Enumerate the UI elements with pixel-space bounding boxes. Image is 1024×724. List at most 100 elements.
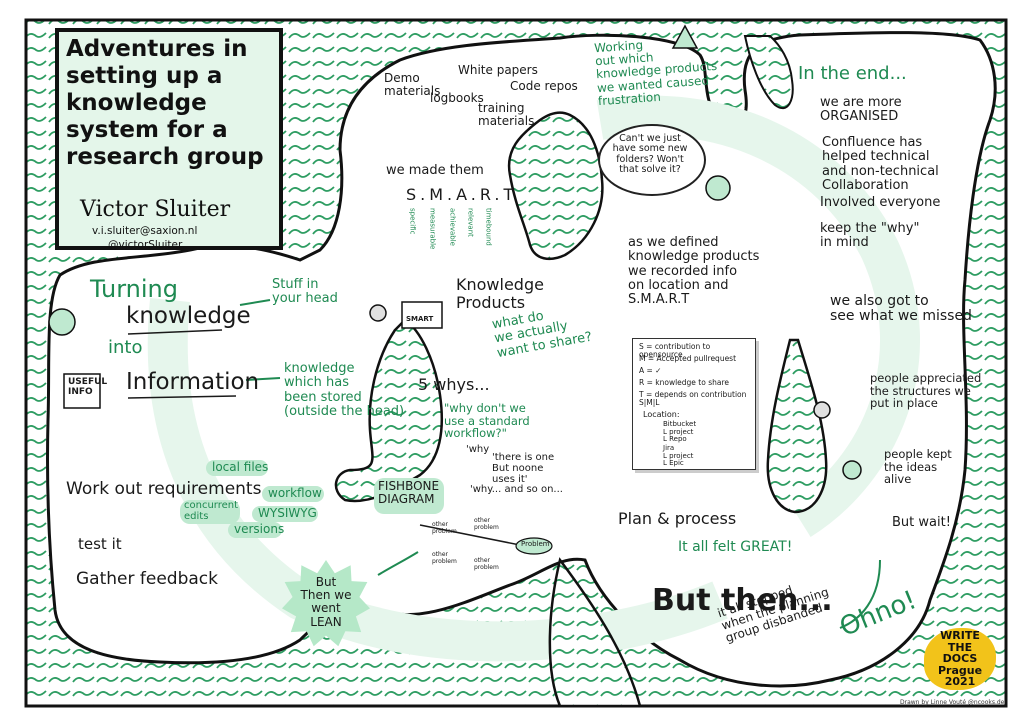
but-wait: But wait!: [892, 515, 951, 530]
person-icon: [813, 401, 831, 419]
person-icon: [705, 175, 731, 201]
lake-top: [507, 111, 604, 261]
main-island: [45, 31, 997, 688]
problem-ellipse: [515, 537, 553, 555]
demo-materials: Demo materials: [384, 71, 441, 99]
other-problem-3: other problem: [432, 551, 457, 565]
knowledge-products: Knowledge Products: [456, 275, 544, 312]
smart-specific: specific: [408, 208, 417, 235]
code-repos: Code repos: [510, 79, 578, 93]
stuff-in-head: Stuff in your head: [272, 277, 338, 307]
into-label: into: [108, 337, 143, 358]
keep-why: keep the "why" in mind: [820, 221, 920, 251]
training-materials: training materials: [478, 101, 535, 129]
wysiwyg: WYSIWYG: [258, 506, 317, 520]
arrow: [239, 299, 271, 306]
cant-we-just: Can't we just have some new folders? Won…: [612, 133, 688, 176]
smart-measurable: measurable: [428, 208, 437, 250]
author-email: v.i.sluiter@saxion.nl: [92, 225, 198, 237]
page-title: Adventures in setting up a knowledge sys…: [66, 36, 264, 170]
arrow: [377, 551, 419, 576]
why-dont-we: "why don't we use a standard workflow?": [444, 401, 530, 441]
appreciated: people appreciated the structures we put…: [870, 371, 982, 411]
versions-pill: [228, 522, 282, 538]
badge-text: WRITE THE DOCS Prague 2021: [937, 629, 983, 689]
write-the-docs-badge: [924, 628, 996, 690]
box-icon: [401, 301, 443, 329]
felt-great: It all felt GREAT!: [678, 539, 793, 555]
artist-credit: Drawn by Linne Vouté @ncooks.de: [900, 699, 1005, 706]
concurrent-edits: concurrent edits: [184, 500, 239, 522]
confluence: Confluence has helped technical and non-…: [822, 135, 939, 193]
note-bitbucket: Bitbucket L project L Repo: [663, 420, 697, 444]
bottom-peninsula: [548, 557, 642, 708]
knowledge-label: knowledge: [126, 303, 251, 329]
five-whys: 5 whys...: [418, 375, 490, 394]
as-we-defined: as we defined knowledge products we reco…: [628, 235, 760, 308]
note-location: Location:: [643, 410, 680, 419]
note-r: R = knowledge to share: [639, 378, 730, 387]
information-label: Information: [126, 369, 260, 395]
we-made-them: we made them: [386, 163, 484, 178]
arrow: [245, 377, 281, 381]
white-papers: White papers: [458, 63, 538, 77]
fishbone-pill: [374, 478, 444, 514]
turning-label: Turning: [90, 275, 178, 303]
note-s: S = contribution to opensource: [639, 342, 711, 360]
author-name: Victor Sluiter: [80, 197, 231, 222]
working-out: Working out which knowledge products we …: [593, 37, 718, 108]
note-a: A = ✓: [639, 366, 662, 375]
box-label: SMART: [406, 315, 434, 323]
kept-ideas: people kept the ideas alive: [884, 447, 952, 487]
fishbone-diagram: FISHBONE DIAGRAM: [378, 479, 440, 507]
smart-timebound: timebound: [484, 208, 493, 246]
paper-icon: [63, 373, 101, 409]
there-is-one: 'there is one But noone uses it': [492, 452, 555, 485]
arrow: [839, 559, 881, 629]
sticky-note: S = contribution to opensource M = Accep…: [632, 338, 756, 470]
title-box: [55, 28, 283, 250]
person-icon: [842, 460, 862, 480]
person-icon: [48, 308, 76, 336]
more-organised: we are more ORGANISED: [820, 95, 902, 125]
workflow: workflow: [268, 486, 322, 500]
smart-label: S.M.A.R.T: [406, 185, 518, 204]
concurrent-pill: [180, 500, 240, 524]
why: 'why: [466, 444, 490, 455]
knowledge-stored: knowledge which has been stored (outside…: [284, 361, 405, 419]
person-icon: [369, 304, 387, 322]
other-problem-2: other problem: [474, 517, 499, 531]
note-m: M = Accepted pullrequest: [639, 354, 737, 363]
got-to-see: we also got to see what we missed: [830, 293, 972, 325]
author-twitter: @victorSluiter: [108, 239, 183, 251]
local-files-pill: [206, 460, 268, 476]
but-then: But then...: [652, 583, 833, 618]
smart-relevant: relevant: [466, 208, 475, 237]
gather-feedback: Gather feedback: [76, 569, 218, 589]
involved-everyone: Involved everyone: [820, 195, 941, 210]
in-the-end: In the end...: [798, 63, 907, 84]
note-jira: Jira L project L Epic: [663, 444, 694, 468]
other-problem-1: other problem: [432, 521, 457, 535]
lake-mid: [334, 318, 444, 503]
top-right-peninsula: [743, 35, 794, 110]
work-out-requirements: Work out requirements: [66, 479, 262, 499]
versions: versions: [234, 522, 285, 536]
wysiwyg-pill: [252, 506, 318, 522]
problem: Problem: [521, 540, 550, 548]
swirl: [596, 95, 920, 537]
test-it: test it: [78, 535, 122, 553]
fishbone-spine: [419, 524, 521, 546]
useful-info: USEFUL INFO: [68, 377, 108, 397]
local-files: local files: [212, 460, 269, 474]
note-t: T = depends on contribution S|M|L: [639, 390, 747, 408]
lean-text: But Then we went LEAN: [300, 575, 352, 629]
underline: [127, 329, 223, 335]
speech-bubble: [598, 124, 706, 196]
plan-process: Plan & process: [618, 509, 737, 528]
warning-icon: [671, 24, 699, 49]
other-problem-4: other problem: [474, 557, 499, 571]
smart-achievable: achievable: [448, 208, 457, 246]
